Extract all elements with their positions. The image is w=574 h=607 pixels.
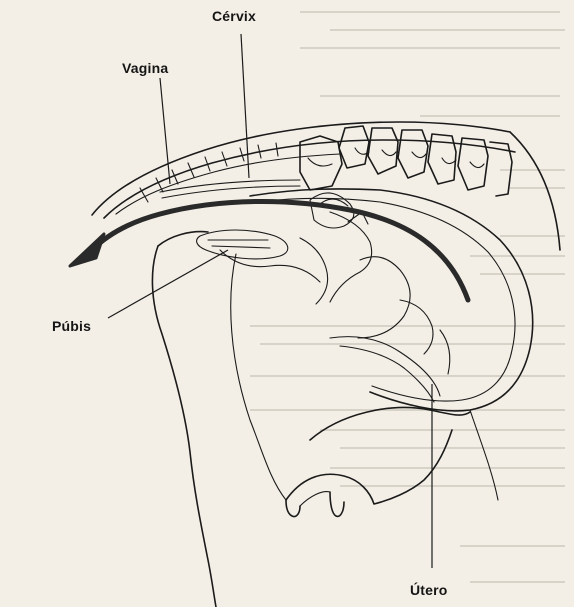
cervix-label: Cérvix [212, 8, 256, 24]
pubis-label: Púbis [52, 318, 91, 334]
vagina-leader-line [160, 78, 170, 184]
label-leaders [108, 34, 432, 568]
pubis-leader-line [108, 250, 228, 318]
faded-background-text [250, 12, 565, 582]
utero-label: Útero [410, 582, 448, 598]
vagina-canal [160, 180, 300, 198]
vagina-label: Vagina [122, 60, 168, 76]
pubis-area [197, 230, 320, 282]
